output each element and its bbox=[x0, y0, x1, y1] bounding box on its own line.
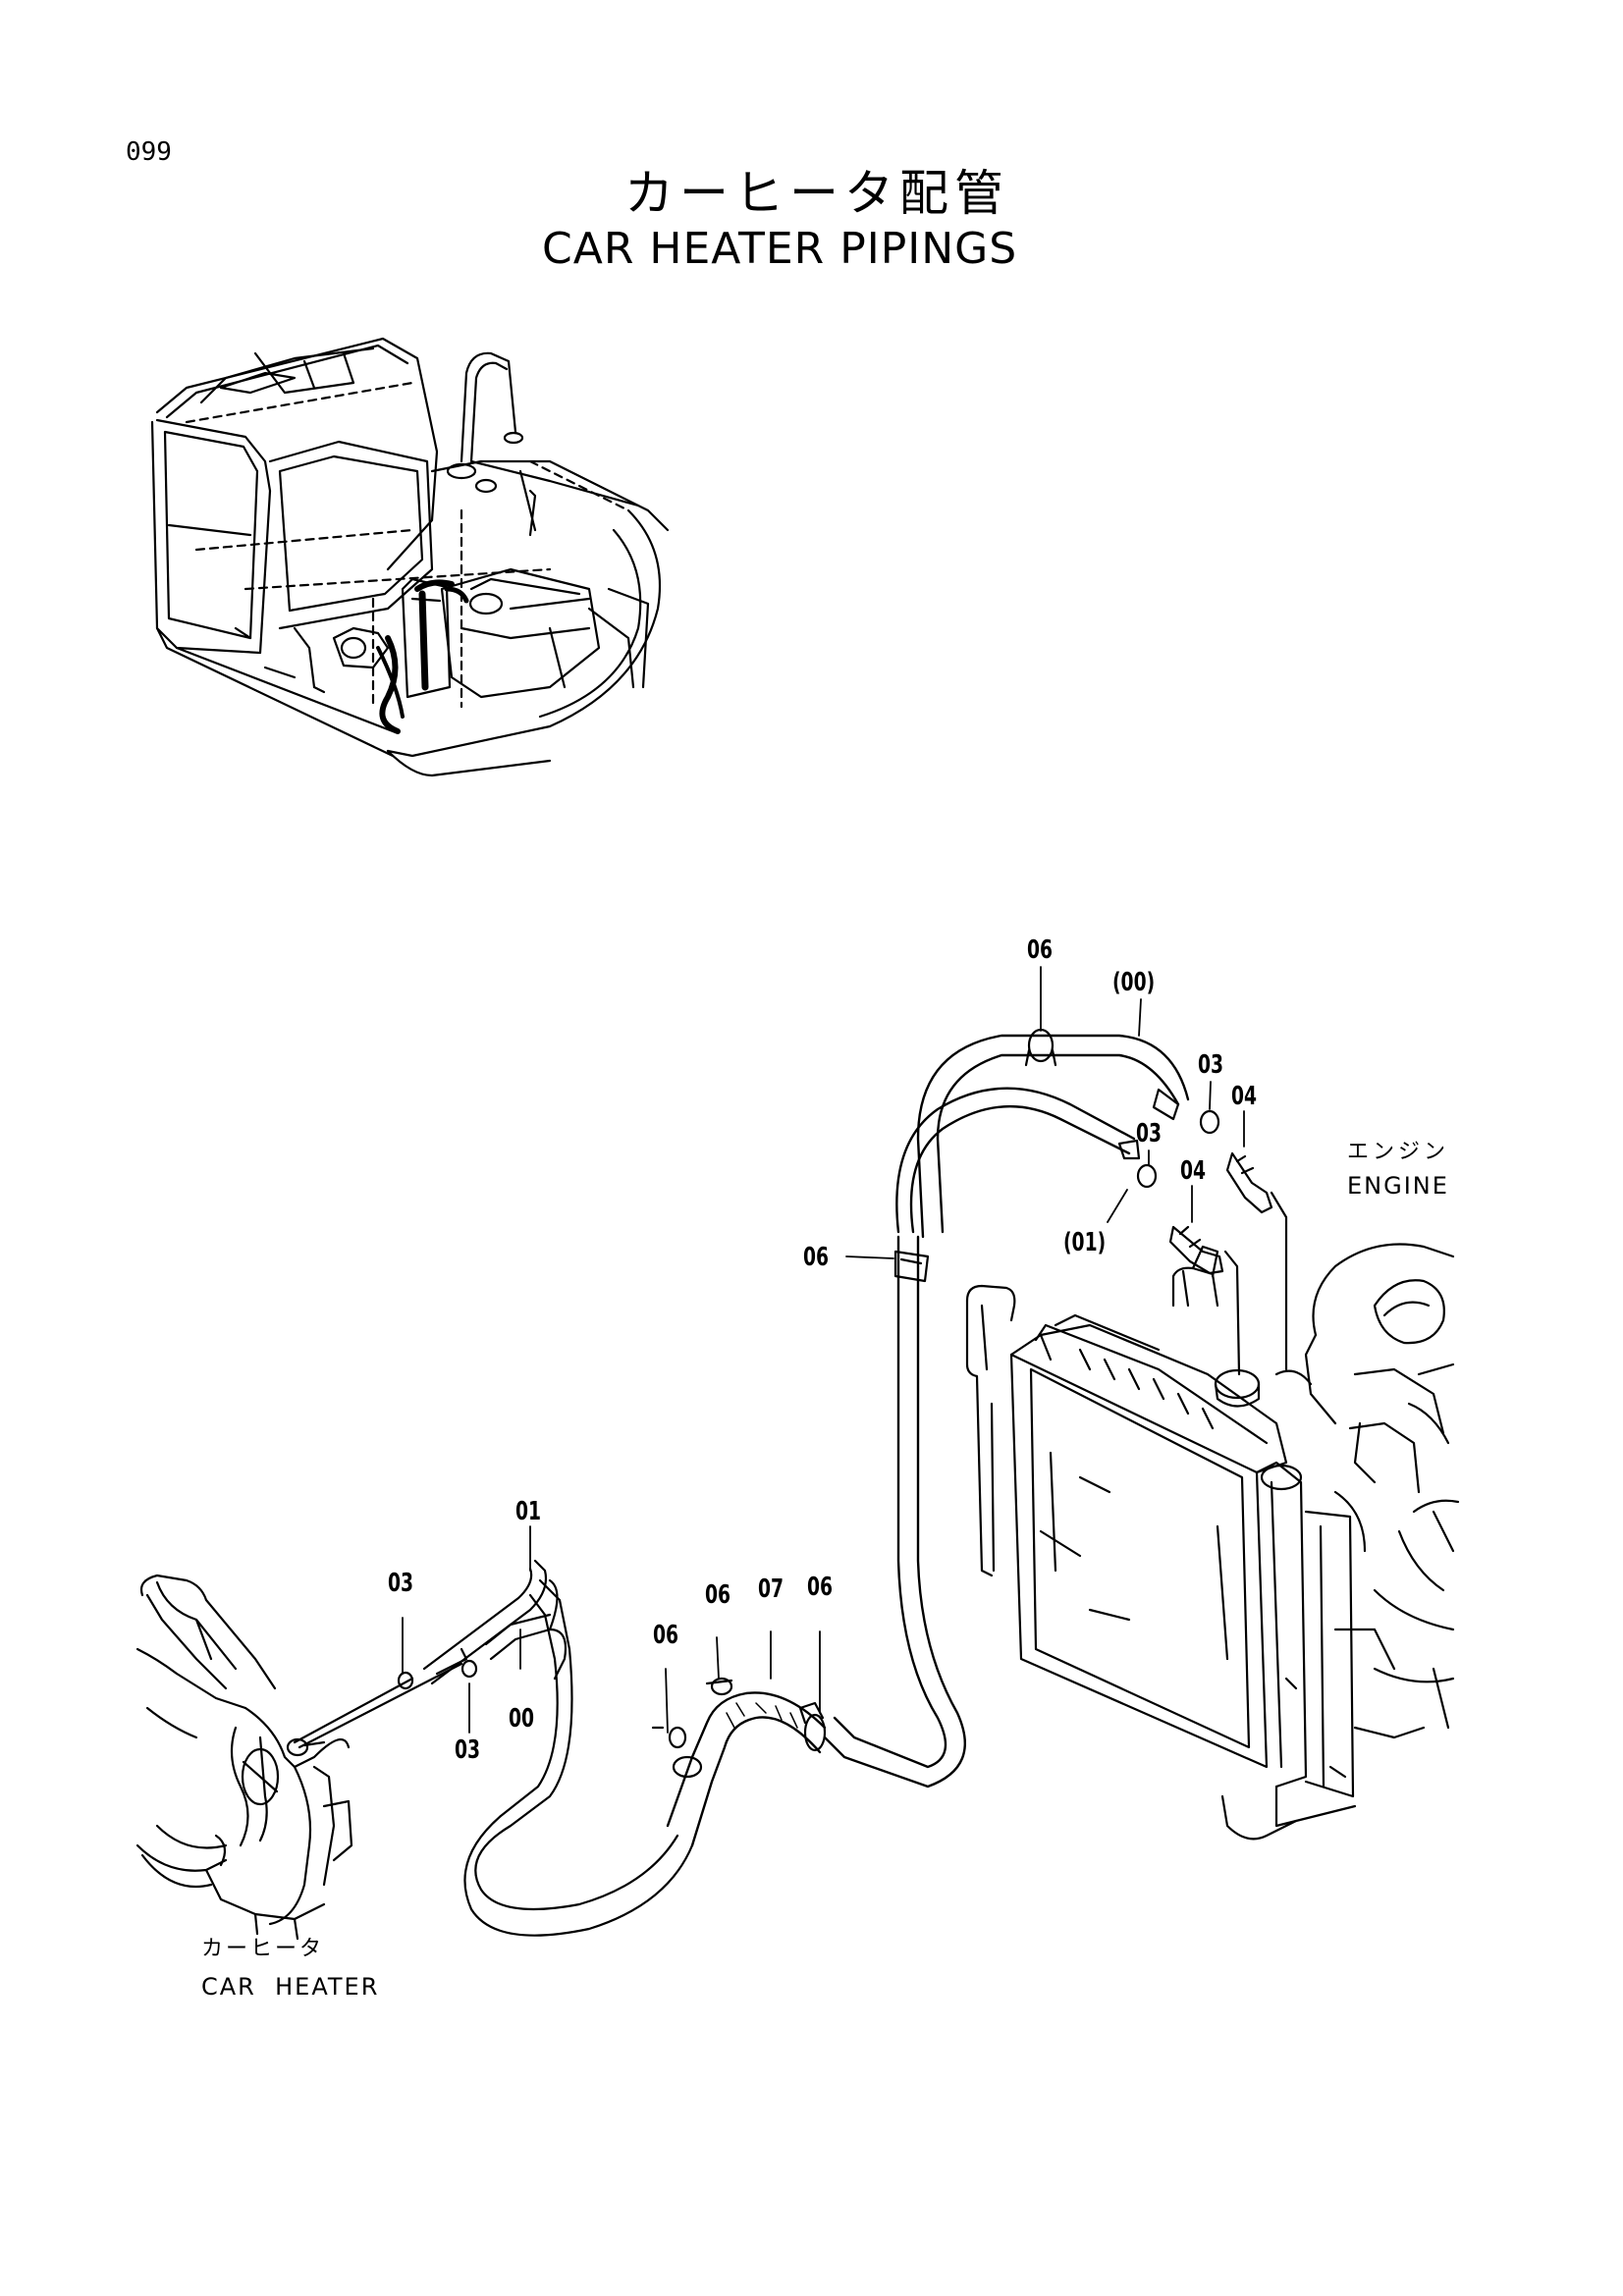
excavator-overview-illustration bbox=[150, 337, 670, 777]
callout-03-lower: 03 bbox=[1136, 1119, 1163, 1148]
callout-00-paren: (00) bbox=[1112, 968, 1156, 997]
engine-label-en: ENGINE bbox=[1347, 1172, 1449, 1200]
callout-06-clamp-c: 06 bbox=[653, 1621, 679, 1650]
engine-label-ja: エンジン bbox=[1347, 1140, 1450, 1164]
heater-label-en: CAR HEATER bbox=[201, 1973, 380, 2001]
callout-06-side: 06 bbox=[803, 1243, 830, 1272]
callout-04-lower: 04 bbox=[1180, 1156, 1207, 1186]
callout-03-heater-top: 03 bbox=[388, 1569, 414, 1598]
title-english: CAR HEATER PIPINGS bbox=[542, 224, 1018, 274]
radiator-engine-illustration bbox=[965, 1243, 1460, 1841]
title-japanese: カーヒータ配管 bbox=[624, 165, 1009, 222]
callout-03-heater-bottom: 03 bbox=[455, 1735, 481, 1765]
callout-04-upper: 04 bbox=[1231, 1082, 1258, 1111]
car-heater-illustration bbox=[135, 1574, 353, 1941]
page-number: 099 bbox=[126, 137, 172, 167]
callout-01: 01 bbox=[515, 1497, 542, 1526]
callout-03-upper: 03 bbox=[1198, 1050, 1224, 1080]
hose-routing bbox=[293, 1034, 1288, 1937]
callout-01-paren: (01) bbox=[1063, 1228, 1107, 1257]
heater-label-ja: カーヒータ bbox=[201, 1937, 325, 1961]
callout-06-clamp-a: 06 bbox=[705, 1580, 731, 1610]
callout-06-top: 06 bbox=[1027, 935, 1054, 965]
leader-lines bbox=[402, 966, 1245, 1734]
callout-00: 00 bbox=[509, 1704, 535, 1734]
callout-07: 07 bbox=[758, 1575, 784, 1604]
callout-06-clamp-b: 06 bbox=[807, 1573, 834, 1602]
fittings bbox=[651, 1028, 1273, 1779]
